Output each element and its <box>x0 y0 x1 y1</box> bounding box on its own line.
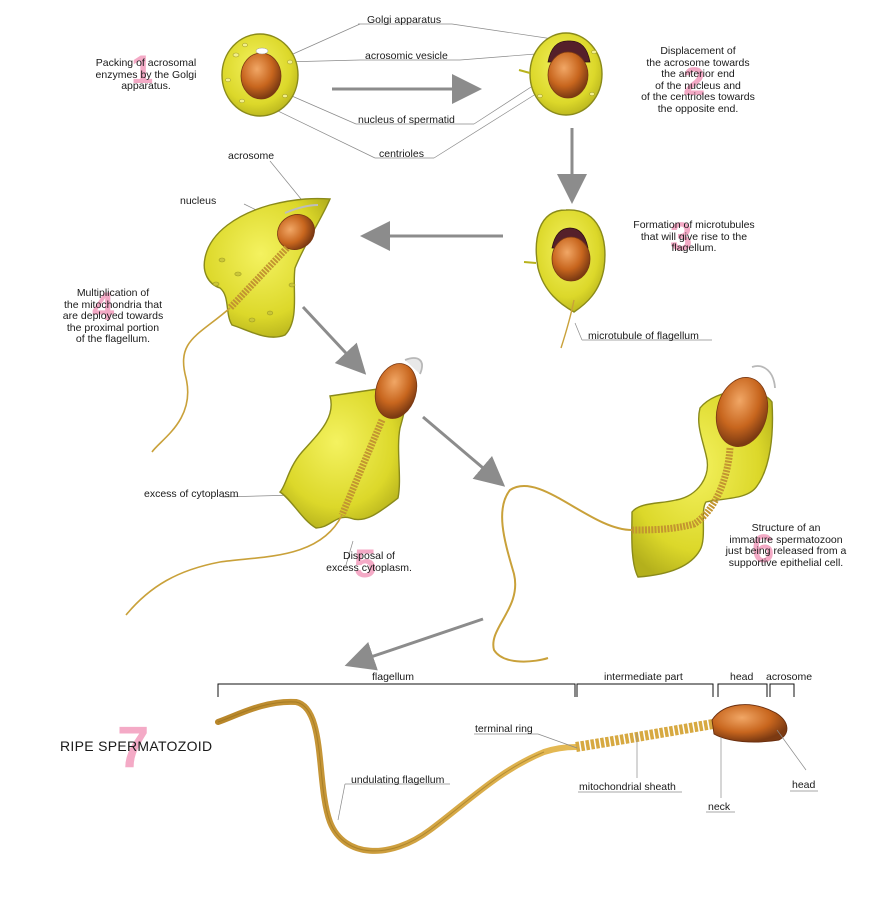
ripe-spermatozoid <box>215 698 788 854</box>
bottom-leaders <box>337 729 818 821</box>
cell-stage-5 <box>125 357 423 616</box>
label-nucleus-of-spermatid: nucleus of spermatid <box>358 114 455 126</box>
label-nucleus: nucleus <box>180 195 217 207</box>
label-acrosomic-vesicle: acrosomic vesicle <box>365 50 448 62</box>
stage-number-3: 3 <box>670 215 693 259</box>
nucleus-stage-4 <box>277 214 315 250</box>
stage-number-2: 2 <box>683 60 706 104</box>
cell-stage-6 <box>492 365 776 663</box>
part-brackets <box>217 683 795 697</box>
description-stage-3: Formation of microtubules that will give… <box>633 219 755 254</box>
cell-stage-1 <box>221 33 299 117</box>
stage-number-5: 5 <box>354 542 377 586</box>
process-arrows <box>301 74 587 671</box>
nucleus-stage-2 <box>547 51 589 99</box>
arrow-5-to-6 <box>422 415 506 487</box>
stage-number-1: 1 <box>131 48 154 92</box>
label-head-bracket: head <box>730 671 754 683</box>
description-stage-5: Disposal of excess cytoplasm. <box>326 550 412 574</box>
arrow-4-to-5 <box>301 305 367 375</box>
label-head-side: head <box>792 779 816 791</box>
label-flagellum: flagellum <box>372 671 415 683</box>
title-ripe-spermatozoid: RIPE SPERMATOZOID <box>60 738 213 754</box>
description-stage-1: Packing of acrosomal enzymes by the Golg… <box>95 57 197 92</box>
label-acrosome-bracket: acrosome <box>766 671 813 683</box>
nucleus-stage-1 <box>240 52 282 100</box>
label-intermediate-part: intermediate part <box>604 671 683 683</box>
cell-stage-2 <box>518 32 603 116</box>
label-golgi-apparatus: Golgi apparatus <box>367 14 442 26</box>
label-centrioles: centrioles <box>379 148 424 160</box>
stage-number-7: 7 <box>117 715 150 780</box>
stage-number-6: 6 <box>752 527 775 571</box>
cell-stage-3 <box>523 209 606 349</box>
nucleus-stage-3 <box>551 236 591 282</box>
label-microtubule-of-flagellum: microtubule of flagellum <box>588 330 699 342</box>
description-stage-2: Displacement of the acrosome towards the… <box>641 45 755 115</box>
nucleus-stage-5 <box>374 363 418 419</box>
label-mitochondrial-sheath: mitochondrial sheath <box>579 781 676 793</box>
description-stage-6: Structure of an immature spermatozoon ju… <box>725 522 847 569</box>
nucleus-stage-6 <box>715 377 769 447</box>
stage-number-4: 4 <box>92 285 115 329</box>
label-undulating-flagellum: undulating flagellum <box>351 774 445 786</box>
label-neck: neck <box>708 801 731 813</box>
label-excess-of-cytoplasm: excess of cytoplasm <box>144 488 239 500</box>
description-stage-4: Multiplication of the mitochondria that … <box>62 287 164 345</box>
mitochondrial-sheath-shape <box>575 719 714 752</box>
label-acrosome: acrosome <box>228 150 275 162</box>
arrow-6-to-7 <box>344 617 484 671</box>
cell-stage-4 <box>151 197 332 453</box>
label-terminal-ring: terminal ring <box>475 723 533 735</box>
